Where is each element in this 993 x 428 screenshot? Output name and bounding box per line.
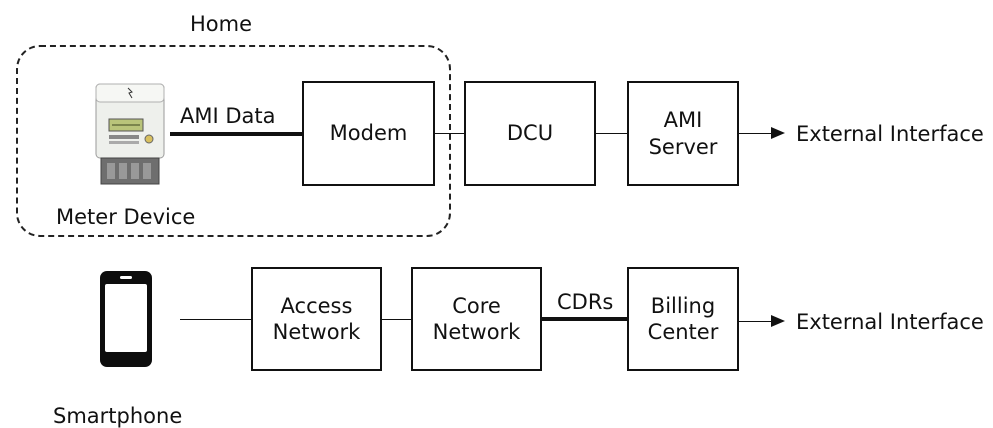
modem-label: Modem: [329, 121, 408, 146]
dcu-box: DCU: [464, 81, 596, 186]
core-network-label-line2: Network: [432, 320, 521, 344]
home-group-frame: [16, 45, 451, 237]
access-core-link: [382, 319, 411, 320]
access-network-label-line2: Network: [272, 320, 361, 344]
billing-external-arrow-line: [739, 321, 771, 322]
ami-data-link: [170, 132, 303, 136]
cdrs-link: [542, 317, 627, 321]
ami-external-interface-label: External Interface: [796, 122, 984, 146]
ami-server-label-line2: Server: [648, 134, 718, 159]
ami-external-arrowhead: [771, 127, 785, 139]
smartphone-icon: [100, 271, 152, 367]
ami-server-label-line1: AMI: [663, 108, 703, 133]
meter-device-image: [95, 83, 165, 185]
ami-data-label: AMI Data: [180, 104, 276, 128]
core-network-box: Core Network: [411, 267, 542, 371]
cdrs-label: CDRs: [557, 290, 614, 314]
billing-center-label-line1: Billing: [650, 293, 716, 318]
modem-box: Modem: [302, 81, 435, 186]
phone-access-link: [180, 319, 252, 320]
meter-device-label: Meter Device: [56, 205, 196, 229]
billing-external-arrowhead: [771, 315, 785, 327]
access-network-label-line1: Access: [280, 293, 353, 318]
modem-dcu-link: [435, 133, 464, 134]
billing-external-interface-label: External Interface: [796, 310, 984, 334]
core-network-label-line1: Core: [452, 293, 501, 318]
dcu-label: DCU: [506, 121, 554, 146]
ami-external-arrow-line: [739, 133, 771, 134]
dcu-server-link: [596, 133, 627, 134]
billing-center-label-line2: Center: [647, 320, 719, 344]
access-network-box: Access Network: [251, 267, 382, 371]
ami-server-box: AMI Server: [627, 81, 739, 186]
home-label: Home: [190, 12, 253, 36]
smartphone-label: Smartphone: [53, 404, 183, 428]
billing-center-box: Billing Center: [627, 267, 739, 371]
